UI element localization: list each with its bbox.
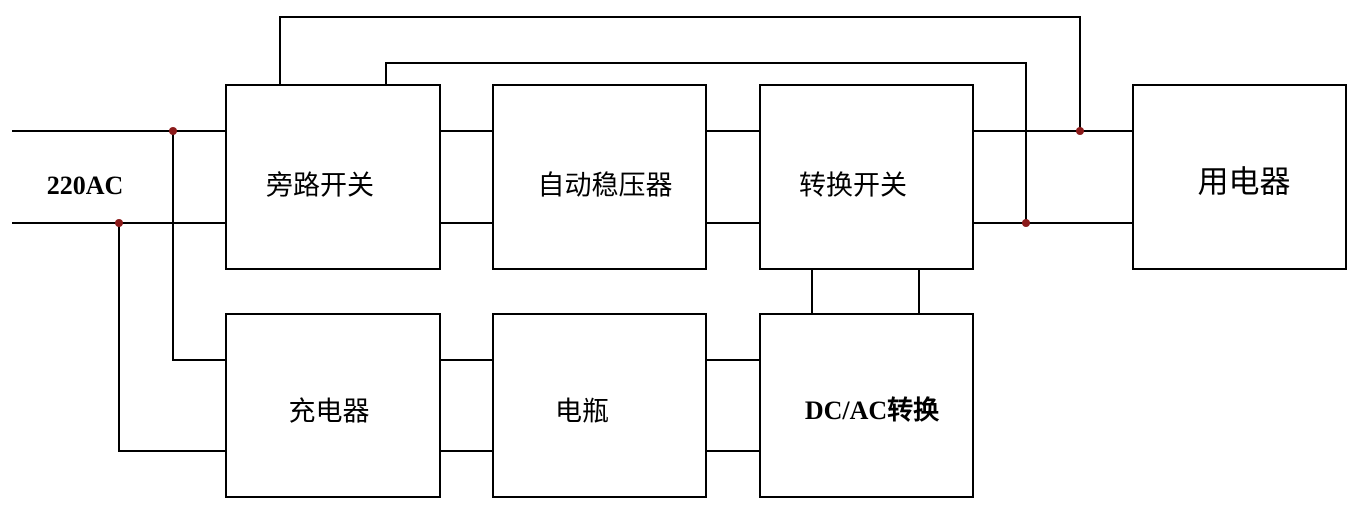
block-charger: 充电器: [225, 313, 441, 498]
block-battery: 电瓶: [492, 313, 707, 498]
auto-regulator-label: 自动稳压器: [538, 171, 673, 202]
junctions: [115, 127, 1084, 227]
wires: [12, 16, 1133, 452]
junction-output-top: [1076, 127, 1084, 135]
ac-input-label: 220AC: [47, 171, 124, 200]
transfer-switch-label: 转换开关: [799, 171, 907, 202]
charger-feed-top: [172, 131, 226, 361]
junction-output-bottom: [1022, 219, 1030, 227]
block-auto-regulator: 自动稳压器: [492, 84, 707, 270]
load-label: 用电器: [1198, 165, 1291, 201]
block-bypass-switch: 旁路开关: [225, 84, 441, 270]
charger-feed-bottom: [118, 223, 226, 452]
junction-input-top: [169, 127, 177, 135]
block-dcac-converter: DC/AC转换: [759, 313, 974, 498]
bypass-line-outer: [279, 16, 1081, 131]
dcac-converter-label: DC/AC转换: [805, 396, 940, 425]
block-transfer-switch: 转换开关: [759, 84, 974, 270]
charger-label: 充电器: [289, 397, 370, 428]
battery-label: 电瓶: [555, 397, 609, 428]
bypass-line-inner: [385, 62, 1027, 223]
junction-input-bottom: [115, 219, 123, 227]
block-load: 用电器: [1132, 84, 1347, 270]
bypass-switch-label: 旁路开关: [266, 171, 374, 202]
